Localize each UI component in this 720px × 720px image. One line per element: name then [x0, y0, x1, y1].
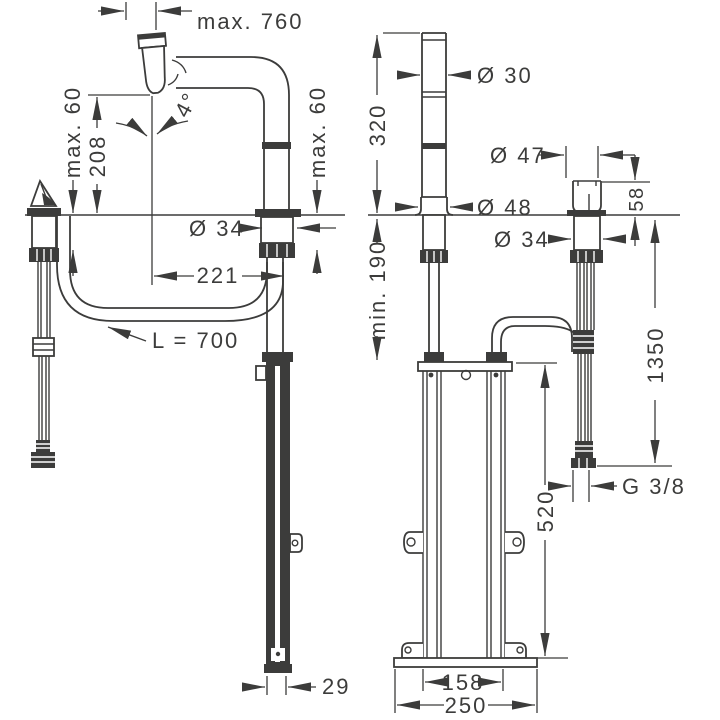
- dim-label-208: 208: [85, 135, 110, 178]
- handle-hose-thread-side: [36, 440, 50, 452]
- sbox-clip-side: [289, 533, 303, 553]
- spout-front: [414, 32, 454, 216]
- dim-dia-47: Ø 47: [490, 143, 635, 178]
- dim-label-g38: G 3/8: [622, 474, 686, 499]
- dim-label-158: 158: [442, 670, 485, 695]
- dim-label-hose-length: L = 700: [152, 328, 239, 353]
- spout-shank-body-side: [260, 216, 294, 244]
- pullout-hose-inner: [69, 216, 268, 309]
- spout-pipe-front: [428, 263, 440, 352]
- spout-shank-front: [422, 214, 446, 251]
- dim-dia-34-front: Ø 34: [494, 227, 626, 252]
- sbox-rail-top-cap: [262, 352, 293, 362]
- spout-joint-band: [262, 142, 291, 149]
- side-view: max. 760 max. 60 208 4° Ø 34: [25, 2, 350, 699]
- spout-arc-inner: [176, 87, 265, 142]
- sbox-right-rail: [486, 371, 506, 658]
- sbox-top-plate: [417, 361, 513, 372]
- dim-min-190: min. 190: [365, 219, 390, 360]
- hose-loop-front-outer: [491, 316, 573, 361]
- handle-hose-thread-front: [575, 441, 593, 458]
- handle-base-plate-front: [567, 210, 606, 216]
- spray-head: [137, 31, 167, 95]
- spout-pipe-fitting: [424, 352, 444, 363]
- handle-g38-nut: [571, 458, 596, 468]
- dim-hose-length: L = 700: [107, 326, 239, 353]
- dim-dia-48: Ø 48: [395, 195, 533, 220]
- sbox-left-tab: [403, 531, 423, 554]
- sbox-rail-stripe: [275, 366, 280, 662]
- sbox-top-hole: [460, 369, 472, 381]
- dim-label-520: 520: [533, 490, 558, 533]
- dim-320: 320: [365, 32, 420, 213]
- handle-hoses-side: [37, 262, 51, 338]
- handle-base-plate-side: [27, 208, 61, 216]
- dim-1350: 1350: [597, 220, 672, 467]
- dim-label-dia-47: Ø 47: [490, 143, 546, 168]
- handle-shank-front: [573, 215, 601, 251]
- sbox-left-rail: [422, 371, 442, 658]
- handle-hose-nut-side: [31, 452, 55, 468]
- dim-label-dia-34-side: Ø 34: [189, 216, 245, 241]
- dim-label-dia-48: Ø 48: [477, 195, 533, 220]
- dim-dia-30: Ø 30: [397, 63, 533, 88]
- dim-label-max-60-left: max. 60: [60, 86, 85, 178]
- spout-base-plate-side: [255, 209, 301, 217]
- dim-dia-34-side: Ø 34: [189, 216, 336, 241]
- hose-box-fitting: [486, 352, 507, 362]
- dim-label-min-190: min. 190: [365, 240, 390, 340]
- head-joint-arc: [171, 59, 187, 74]
- dim-label-58: 58: [626, 186, 648, 211]
- dim-158: 158: [422, 669, 504, 695]
- head-joint-arc2: [167, 73, 179, 86]
- front-view: Ø 30 320 Ø 48 min. 190 Ø 47: [365, 32, 686, 718]
- pullout-hose-outer: [56, 216, 284, 322]
- dim-max-60-right: max. 60: [305, 86, 330, 274]
- spout-arc-outer: [176, 56, 290, 142]
- handle-valve-front: [567, 180, 606, 468]
- dim-520: 520: [516, 362, 558, 656]
- dim-label-29: 29: [322, 674, 350, 699]
- dim-label-250: 250: [445, 693, 488, 718]
- sbox-base-plate: [393, 657, 538, 668]
- handle-valve-side: [27, 178, 61, 468]
- dim-208: 208: [85, 94, 150, 213]
- dim-label-221: 221: [197, 263, 240, 288]
- handle-hose-connector-side: [32, 337, 55, 357]
- dim-label-dia-30: Ø 30: [477, 63, 533, 88]
- dim-label-dia-34-front: Ø 34: [494, 227, 550, 252]
- dim-max-60-left: max. 60: [60, 86, 85, 276]
- handle-hoses-front: [576, 263, 595, 330]
- dim-label-max-60-right: max. 60: [305, 86, 330, 178]
- dim-g38: G 3/8: [548, 470, 686, 502]
- sbox-right-tab: [505, 531, 525, 554]
- dim-250: 250: [394, 669, 538, 718]
- sbox-hose-inlet-side: [255, 365, 267, 381]
- dim-29: 29: [242, 674, 350, 699]
- sbox-clip-hole-side: [291, 539, 299, 547]
- sbox-front: [393, 361, 568, 668]
- dim-58: 58: [602, 155, 650, 246]
- dim-221: 221: [154, 263, 284, 288]
- dim-label-max-760: max. 760: [197, 9, 304, 34]
- sbox-rail-foot-side: [264, 664, 292, 673]
- dim-label-320: 320: [365, 104, 390, 147]
- handle-shank-body-side: [31, 215, 57, 249]
- dim-max-760: max. 760: [98, 2, 304, 34]
- spout-column-side: [263, 149, 290, 209]
- dim-label-1350: 1350: [643, 327, 668, 384]
